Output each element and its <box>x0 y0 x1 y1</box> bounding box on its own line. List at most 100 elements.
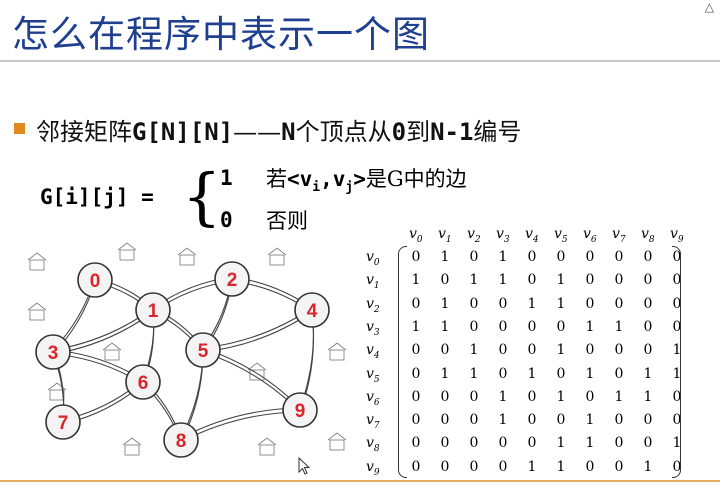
graph-node-4 <box>294 292 330 328</box>
matrix-cell: 1 <box>556 342 566 359</box>
footer-divider <box>0 480 720 482</box>
graph-node-2 <box>214 261 250 297</box>
matrix-cell: 0 <box>614 272 624 289</box>
corner-cursor-icon: △ <box>704 0 714 14</box>
bullet-to: 到 <box>406 118 431 146</box>
left-brace-icon: { <box>182 160 222 233</box>
matrix-cell: 0 <box>614 295 624 312</box>
graph-node-label-1: 1 <box>148 301 159 322</box>
matrix-cell: 0 <box>440 412 450 429</box>
matrix-cell: 1 <box>643 388 653 405</box>
map-scenery <box>27 242 347 456</box>
matrix-cell: 1 <box>614 388 624 405</box>
scenery-house-icon <box>259 444 275 456</box>
bullet-n: N <box>281 118 296 146</box>
matrix-cell: 0 <box>556 412 566 429</box>
matrix-col-label: v3 <box>496 226 510 245</box>
scenery-house-icon <box>124 444 140 456</box>
matrix-row-label: v3 <box>366 318 380 338</box>
graph-node-0 <box>77 262 113 298</box>
mouse-pointer-icon <box>298 457 310 475</box>
graph-node-label-2: 2 <box>227 270 238 291</box>
graph-node-8 <box>163 422 199 458</box>
graph-node-1 <box>135 292 171 328</box>
title-divider <box>0 60 720 62</box>
graph-edges <box>52 276 315 443</box>
case1-text: 若<vi,vj>是G中的边 <box>266 163 467 195</box>
matrix-cell: 1 <box>469 365 479 382</box>
case1-value: 1 <box>220 166 233 190</box>
matrix-cell: 1 <box>527 458 537 475</box>
matrix-cell: 0 <box>411 342 421 359</box>
scenery-house-icon <box>249 369 265 381</box>
matrix-cell: 1 <box>498 272 508 289</box>
matrix-cell: 1 <box>585 318 595 335</box>
matrix-cell: 0 <box>527 318 537 335</box>
scenery-roof-icon <box>27 252 47 261</box>
scenery-roof-icon <box>257 437 277 446</box>
matrix-col-label: v7 <box>612 226 626 245</box>
matrix-cell: 1 <box>556 272 566 289</box>
graph-node-label-0: 0 <box>90 271 101 292</box>
matrix-cell: 0 <box>672 272 682 289</box>
matrix-cell: 0 <box>469 249 479 265</box>
matrix-right-bracket <box>672 246 681 478</box>
graph-node-5 <box>185 332 221 368</box>
graph-node-label-7: 7 <box>58 413 69 434</box>
matrix-cell: 1 <box>469 272 479 289</box>
scenery-roof-icon <box>327 432 347 441</box>
scenery-house-icon <box>29 259 45 271</box>
case1-post: 是G中的边 <box>365 167 467 191</box>
matrix-cell: 0 <box>614 342 624 359</box>
matrix-col-label: v5 <box>554 226 568 245</box>
matrix-cell: 0 <box>585 458 595 475</box>
matrix-row-label: v1 <box>366 272 380 292</box>
case2-text: 否则 <box>266 209 308 233</box>
matrix-cell: 0 <box>411 458 421 475</box>
case1-edge: <v <box>287 167 313 191</box>
matrix-cell: 0 <box>614 458 624 475</box>
matrix-cell: 1 <box>585 435 595 452</box>
matrix-cell: 0 <box>469 412 479 429</box>
matrix-cell: 0 <box>614 365 624 382</box>
matrix-row-label: v9 <box>366 458 380 478</box>
page-title: 怎么在程序中表示一个图 <box>12 13 430 56</box>
matrix-cell: 1 <box>672 435 682 452</box>
matrix-cell: 1 <box>411 272 421 289</box>
graph-node-label-8: 8 <box>176 431 187 452</box>
bullet-dash: —— <box>233 118 282 146</box>
matrix-col-label: v9 <box>670 226 684 245</box>
matrix-cell: 0 <box>498 365 508 382</box>
scenery-house-icon <box>119 249 135 261</box>
matrix-cell: 0 <box>440 388 450 405</box>
matrix-cell: 0 <box>672 458 682 475</box>
matrix-cell: 0 <box>643 342 653 359</box>
graph-node-label-5: 5 <box>198 341 209 362</box>
matrix-cell: 1 <box>672 342 682 359</box>
matrix-cell: 1 <box>643 458 653 475</box>
scenery-roof-icon <box>177 247 197 256</box>
scenery-roof-icon <box>267 247 287 256</box>
scenery-house-icon <box>49 389 65 401</box>
graph-node-label-4: 4 <box>307 301 318 322</box>
matrix-cell: 0 <box>585 295 595 312</box>
matrix-cell: 1 <box>498 412 508 429</box>
matrix-cell: 0 <box>527 249 537 265</box>
matrix-cell: 0 <box>585 388 595 405</box>
matrix-cell: 0 <box>672 249 682 265</box>
graph-node-7 <box>45 404 81 440</box>
matrix-row-label: v8 <box>366 435 380 455</box>
graph-node-6 <box>125 364 161 400</box>
matrix-cell: 1 <box>411 318 421 335</box>
matrix-cell: 0 <box>440 458 450 475</box>
matrix-cell: 0 <box>585 249 595 265</box>
matrix-left-bracket <box>398 246 407 478</box>
scenery-roof-icon <box>327 342 347 351</box>
matrix-cell: 0 <box>527 435 537 452</box>
matrix-cell: 0 <box>440 272 450 289</box>
matrix-row-label: v7 <box>366 412 380 431</box>
case2-value: 0 <box>220 208 233 232</box>
matrix-cell: 0 <box>527 412 537 429</box>
matrix-cell: 0 <box>643 318 653 335</box>
